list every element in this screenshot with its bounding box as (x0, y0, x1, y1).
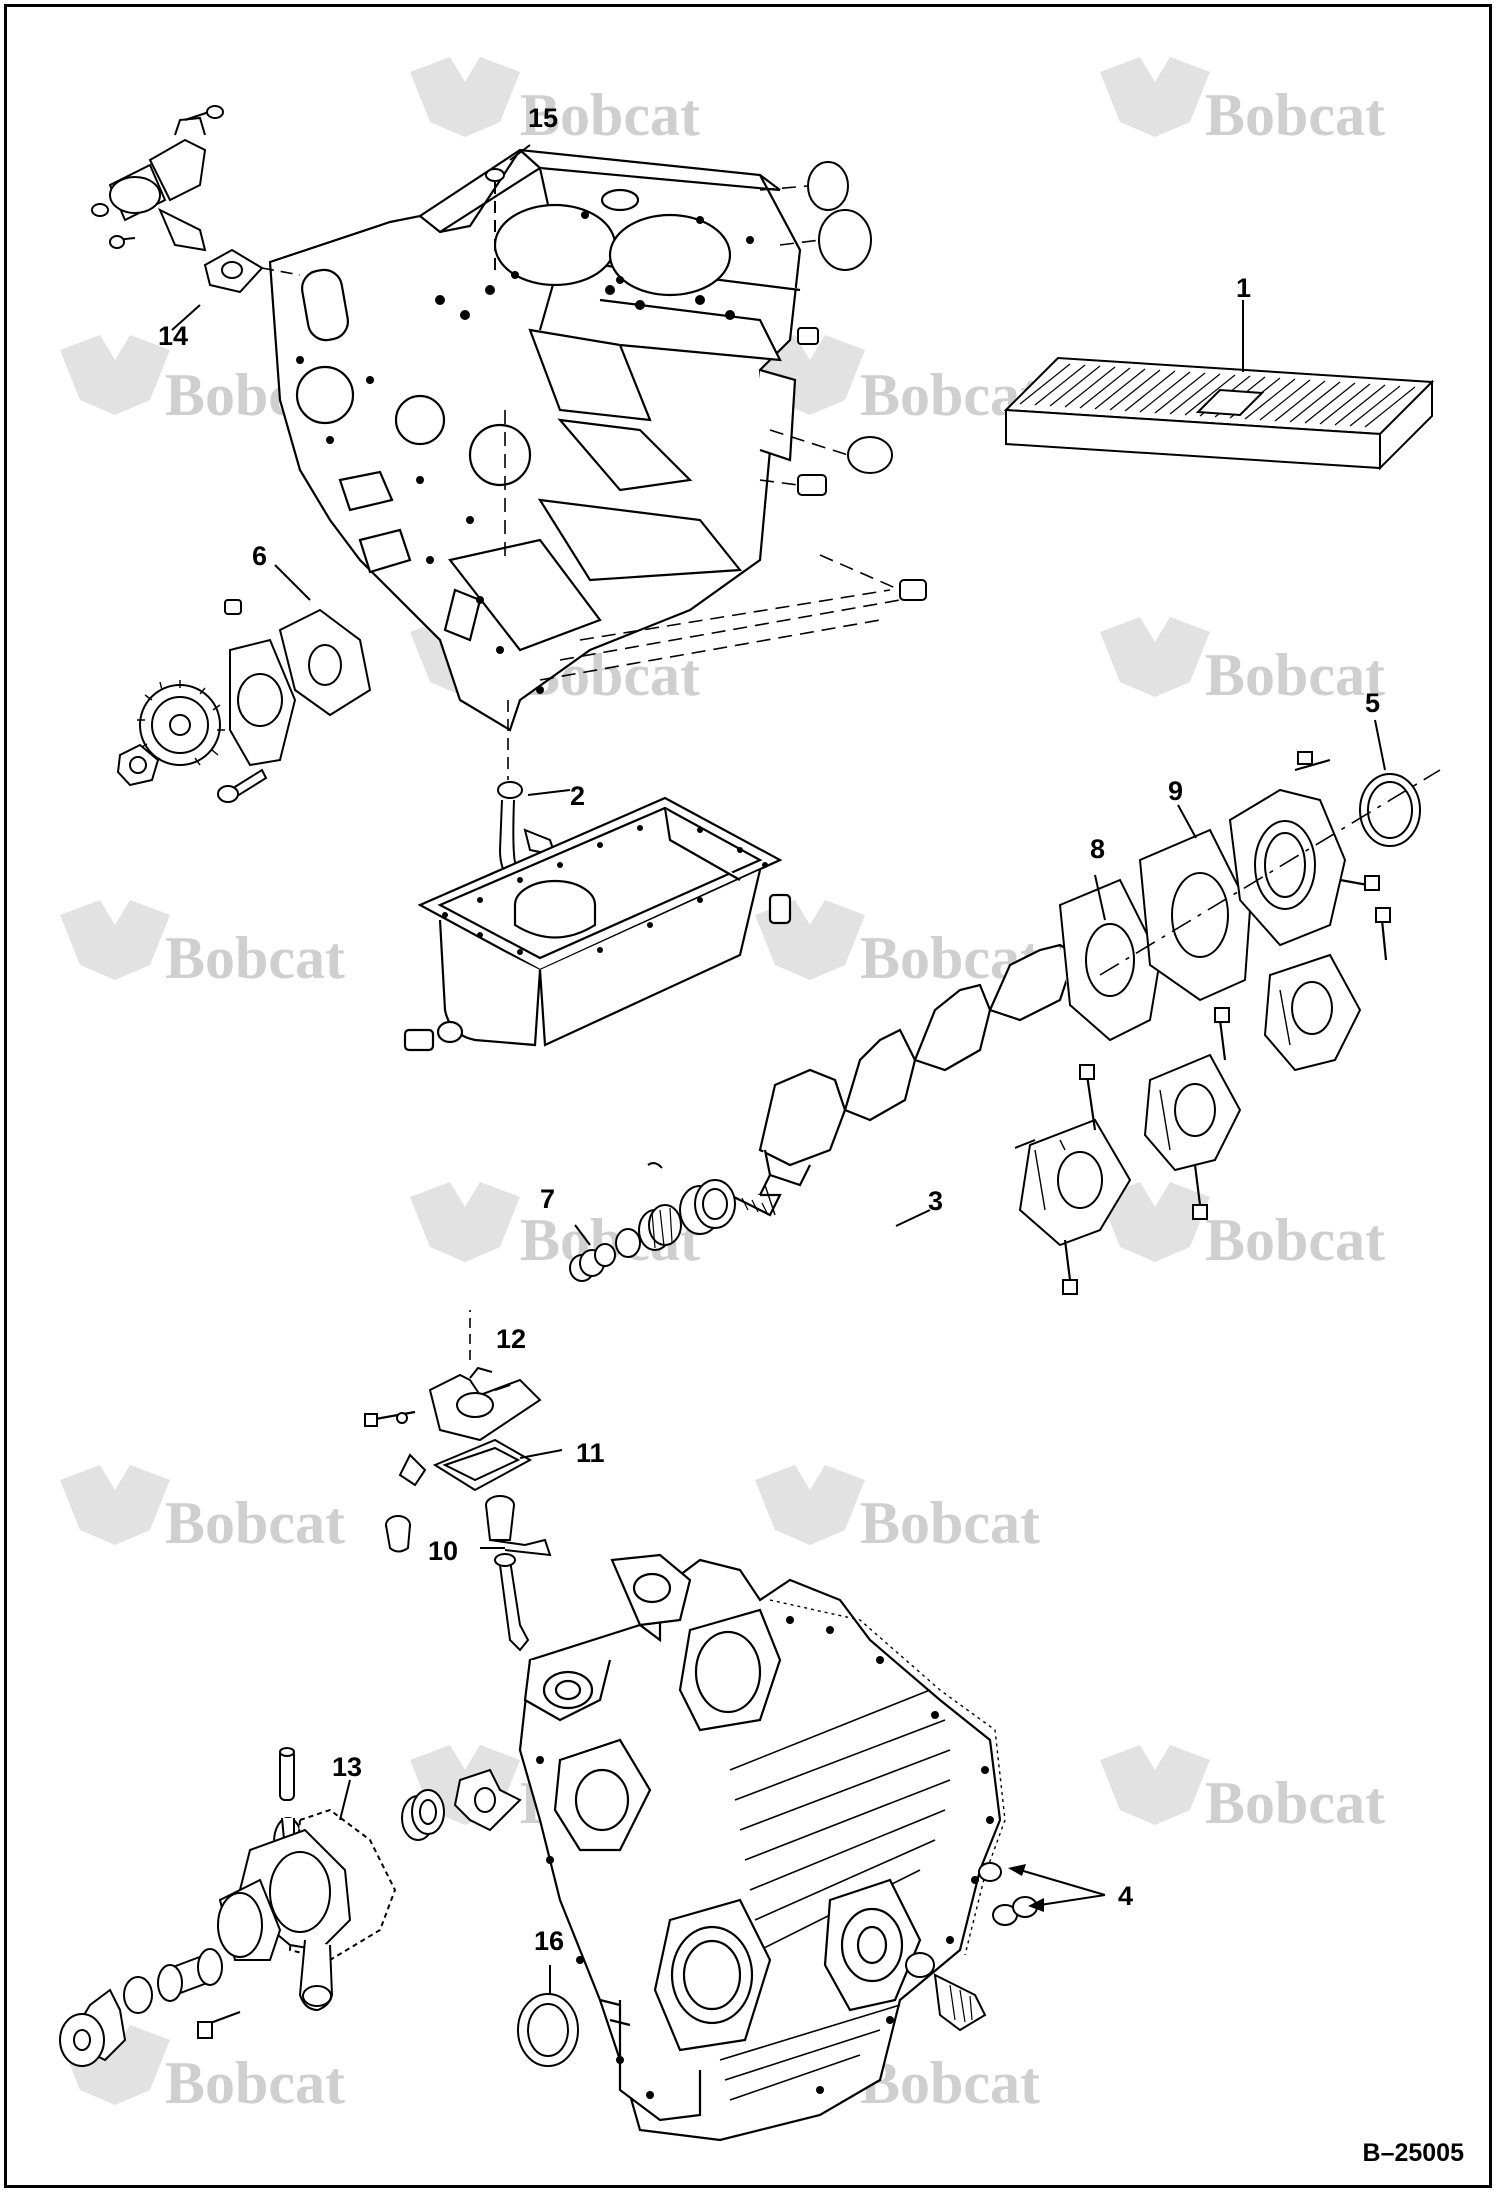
rear-seal-housing-assembly (1060, 752, 1420, 1040)
svg-text:Bobcat: Bobcat (1205, 82, 1385, 148)
svg-text:Bobcat: Bobcat (860, 1490, 1040, 1556)
svg-text:Bobcat: Bobcat (860, 2050, 1040, 2116)
callout-1: 1 (1236, 273, 1251, 303)
svg-text:Bobcat: Bobcat (1205, 642, 1385, 708)
callout-14: 14 (158, 321, 188, 351)
watermark: Bobcat (60, 900, 345, 991)
callout-2: 2 (570, 781, 585, 811)
callout-6: 6 (252, 541, 267, 571)
gasket-kit-box (1006, 358, 1432, 468)
water-pump (60, 1748, 520, 2066)
watermark: Bobcat (60, 1465, 345, 1556)
dashed-alignment-lines (505, 186, 900, 680)
cylinder-block (270, 150, 800, 730)
callout-12: 12 (496, 1324, 526, 1354)
o-rings (979, 1863, 1037, 1925)
callout-5: 5 (1365, 688, 1380, 718)
watermark: Bobcat (755, 335, 1040, 428)
front-bearing-set (570, 1163, 735, 1281)
callout-labels: 1 2 3 4 5 6 7 8 9 10 11 12 13 14 15 16 (158, 103, 1380, 1956)
fuel-pump-leader (262, 268, 300, 275)
svg-text:Bobcat: Bobcat (165, 2050, 345, 2116)
plug-15 (486, 169, 504, 270)
callout-8: 8 (1090, 834, 1105, 864)
callout-16: 16 (534, 1926, 564, 1956)
callout-15: 15 (528, 103, 558, 133)
svg-text:Bobcat: Bobcat (1205, 1207, 1385, 1273)
callout-10: 10 (428, 1536, 458, 1566)
front-oil-seal (518, 1994, 578, 2066)
callout-11: 11 (576, 1438, 605, 1468)
idler-assembly (906, 1953, 985, 2030)
watermark: Bobcat (1100, 1745, 1385, 1836)
figure-id: B–25005 (1362, 2139, 1464, 2167)
callout-3: 3 (928, 1186, 943, 1216)
watermark: Bobcat Bobcat (410, 57, 700, 148)
watermark: Bobcat (755, 1465, 1040, 1556)
watermark: Bobcat (1100, 57, 1385, 148)
oil-pan (405, 798, 790, 1050)
fuel-pump (92, 106, 262, 292)
svg-text:Bobcat: Bobcat (165, 925, 345, 991)
watermark: Bobcat (1100, 617, 1385, 708)
thermostat-housing (365, 1368, 550, 1650)
svg-text:Bobcat: Bobcat (520, 82, 700, 148)
callout-9: 9 (1168, 776, 1183, 806)
arrowheads (1008, 1864, 1044, 1912)
callout-7: 7 (540, 1184, 555, 1214)
watermark: Bobcat (1100, 1182, 1385, 1273)
svg-text:Bobcat: Bobcat (165, 1490, 345, 1556)
svg-text:Bobcat: Bobcat (1205, 1770, 1385, 1836)
crankshaft (720, 945, 1115, 1215)
leader-lines (172, 145, 1385, 1995)
watermark: Bobcat (755, 900, 1040, 991)
oil-pump-assembly (118, 600, 370, 802)
crank-centerline (1100, 770, 1440, 975)
callout-4: 4 (1118, 1881, 1133, 1911)
callout-13: 13 (332, 1752, 362, 1782)
main-bearing-housings (1015, 908, 1390, 1294)
gear-case (520, 1555, 1005, 2140)
